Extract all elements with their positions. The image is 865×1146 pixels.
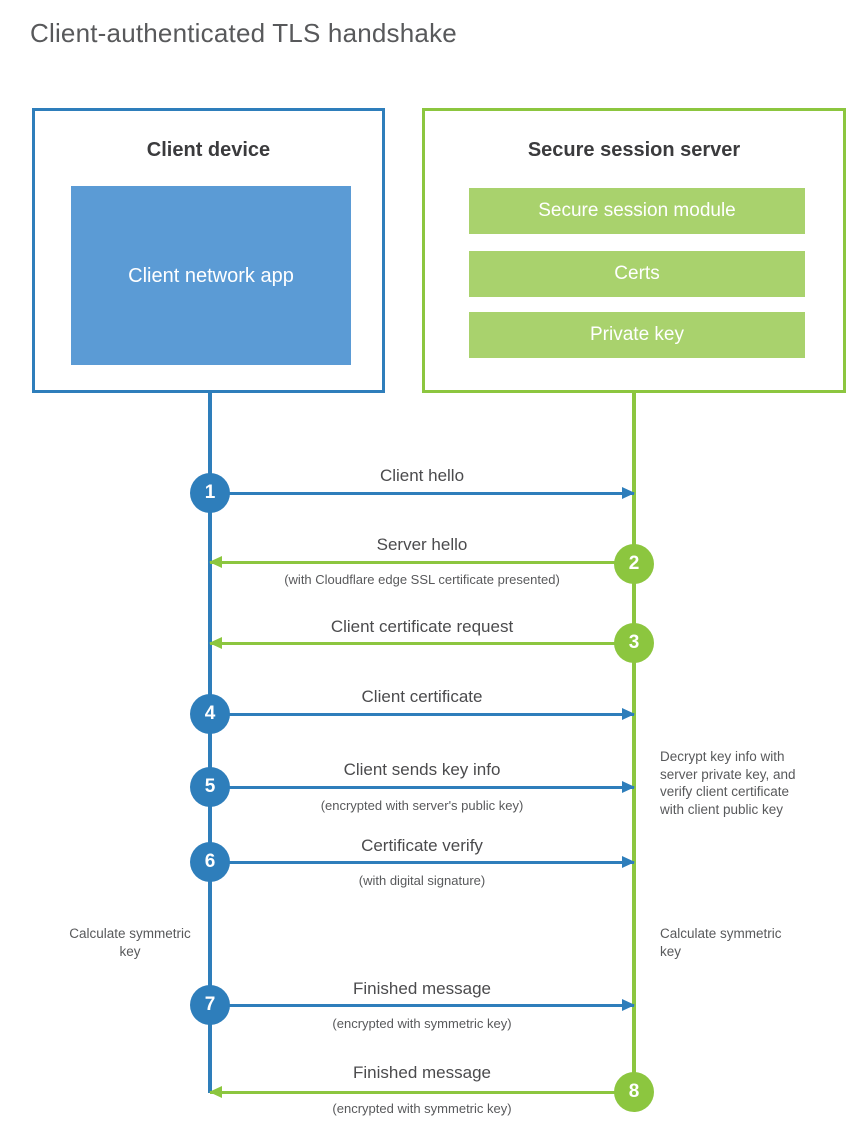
step-6-sublabel: (with digital signature): [358, 873, 486, 888]
step-8-arrow: [209, 1086, 634, 1098]
step-5-arrow: [210, 781, 635, 793]
step-6-marker[interactable]: 6: [190, 842, 230, 882]
step-1-arrow: [210, 487, 635, 499]
server-decrypt-note: Decrypt key info with server private key…: [660, 749, 796, 817]
server-lifeline: [632, 390, 636, 1093]
step-2-label: Server hello: [376, 535, 468, 554]
server-component-private-key: Private key: [469, 312, 805, 358]
step-4-arrow: [210, 708, 635, 720]
server-component-secure-session-module: Secure session module: [469, 188, 805, 234]
step-1-label: Client hello: [379, 466, 465, 485]
arrow-head-icon: [622, 708, 635, 720]
step-6-arrow: [210, 856, 635, 868]
arrow-head-icon: [209, 556, 222, 568]
client-lifeline: [208, 390, 212, 1093]
arrow-head-icon: [209, 637, 222, 649]
step-4-label: Client certificate: [361, 687, 483, 706]
arrow-head-icon: [622, 999, 635, 1011]
step-7-sublabel: (encrypted with symmetric key): [332, 1016, 512, 1031]
step-5-marker[interactable]: 5: [190, 767, 230, 807]
step-3-label: Client certificate request: [330, 617, 514, 636]
step-8-sublabel: (encrypted with symmetric key): [332, 1101, 512, 1116]
arrow-head-icon: [622, 781, 635, 793]
client-device-title: Client device: [146, 139, 271, 161]
step-2-sublabel: (with Cloudflare edge SSL certificate pr…: [284, 572, 560, 587]
step-5-sublabel: (encrypted with server's public key): [320, 798, 524, 813]
step-3-marker[interactable]: 3: [614, 623, 654, 663]
step-5-label: Client sends key info: [343, 760, 501, 779]
secure-session-server-box: Secure session server Secure session mod…: [422, 108, 846, 393]
step-2-marker[interactable]: 2: [614, 544, 654, 584]
server-component-certs: Certs: [469, 251, 805, 297]
step-8-marker[interactable]: 8: [614, 1072, 654, 1112]
step-4-marker[interactable]: 4: [190, 694, 230, 734]
page-title: Client-authenticated TLS handshake: [30, 18, 457, 48]
server-calculate-note: Calculate symmetric key: [660, 926, 782, 959]
step-2-arrow: [209, 556, 634, 568]
step-7-label: Finished message: [353, 979, 491, 998]
secure-session-server-title: Secure session server: [527, 139, 741, 161]
arrow-head-icon: [622, 856, 635, 868]
arrow-head-icon: [209, 1086, 222, 1098]
client-device-box: Client device Client network app: [32, 108, 385, 393]
step-8-label: Finished message: [353, 1063, 491, 1082]
step-7-marker[interactable]: 7: [190, 985, 230, 1025]
step-7-arrow: [210, 999, 635, 1011]
client-calculate-note: Calculate symmetric key: [69, 926, 191, 959]
client-network-app-block: Client network app: [71, 186, 351, 365]
step-3-arrow: [209, 637, 634, 649]
step-6-label: Certificate verify: [361, 836, 483, 855]
arrow-head-icon: [622, 487, 635, 499]
step-1-marker[interactable]: 1: [190, 473, 230, 513]
